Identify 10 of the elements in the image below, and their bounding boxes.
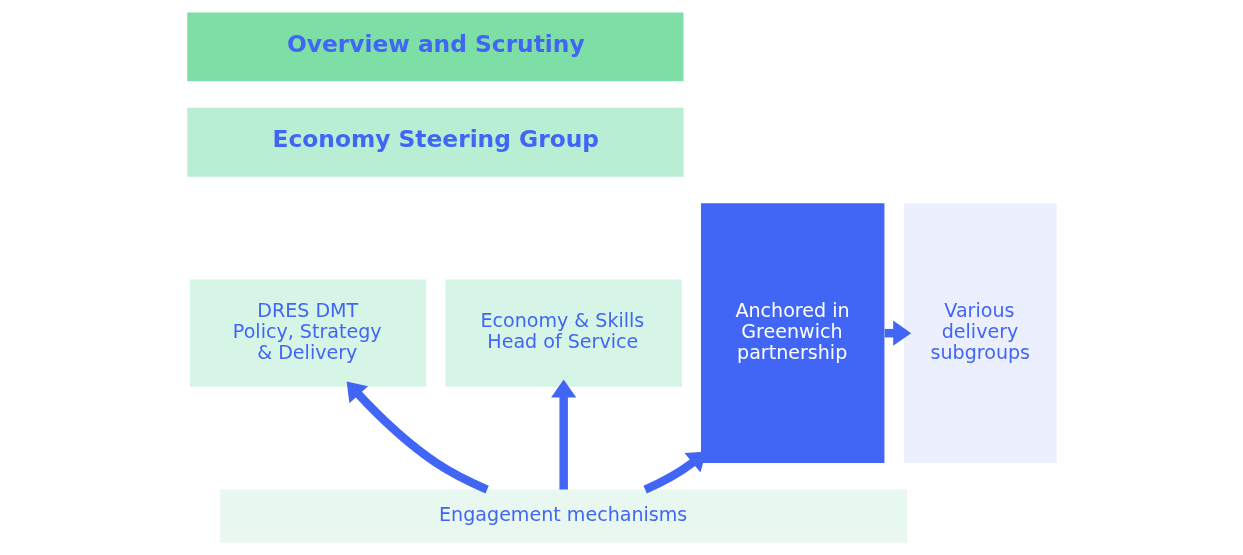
node-box: DRES DMT Policy, Strategy & Delivery <box>189 279 426 387</box>
arrow <box>642 451 706 494</box>
node-box: Various delivery subgroups <box>903 203 1057 464</box>
node-box: Engagement mechanisms <box>219 489 907 543</box>
arrow <box>346 381 489 494</box>
node-box: Anchored in Greenwich partnership <box>700 203 884 464</box>
node-box: Overview and Scrutiny <box>186 12 683 82</box>
node-box: Economy & Skills Head of Service <box>444 279 682 387</box>
node-box: Economy Steering Group <box>186 107 683 177</box>
arrow <box>550 379 576 490</box>
